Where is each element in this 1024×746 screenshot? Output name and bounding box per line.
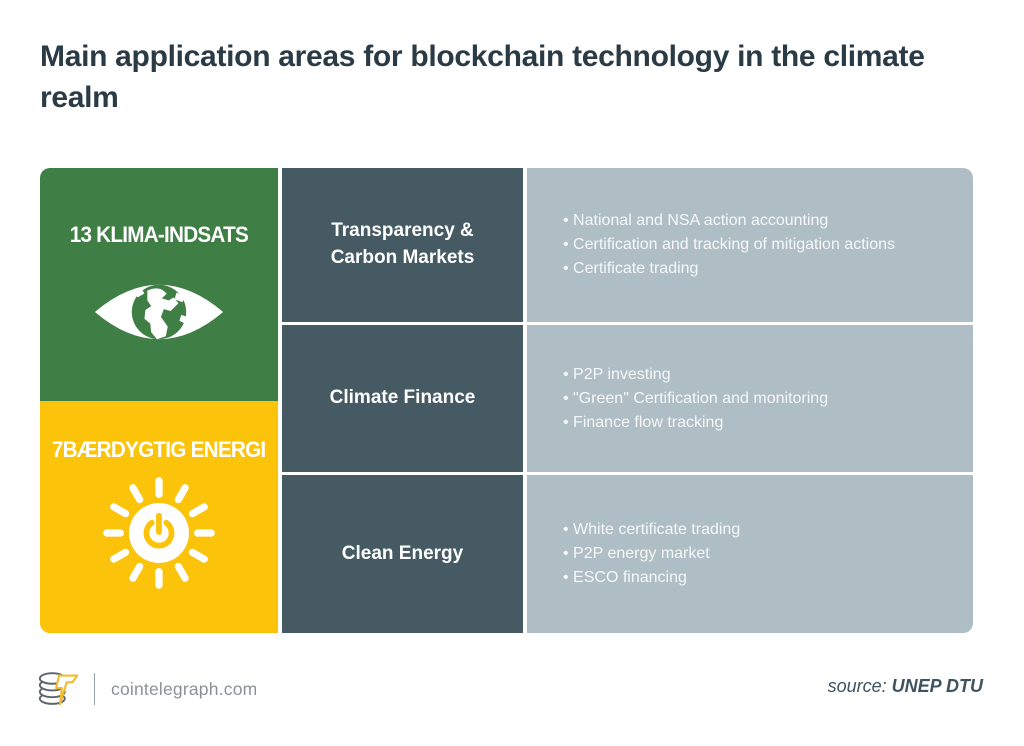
sdg13-climate-action-block: 13 KLIMA-INDSATS xyxy=(40,168,278,401)
category-cell-clean-energy: Clean Energy xyxy=(282,475,523,633)
bullet-item: "Green" Certification and monitoring xyxy=(563,387,949,411)
footer-brand: cointelegraph.com xyxy=(36,666,257,712)
bullet-item: White certificate trading xyxy=(563,518,949,542)
bullet-list: P2P investing "Green" Certification and … xyxy=(563,363,949,435)
category-label: Transparency & Carbon Markets xyxy=(330,220,475,268)
bullet-item: Finance flow tracking xyxy=(563,411,949,435)
bullet-list: National and NSA action accounting Certi… xyxy=(563,209,949,281)
items-cell-climate-finance: P2P investing "Green" Certification and … xyxy=(527,325,973,472)
category-cell-climate-finance: Climate Finance xyxy=(282,325,523,472)
bullet-list: White certificate trading P2P energy mar… xyxy=(563,518,949,590)
category-cell-transparency-carbon-markets: Transparency & Carbon Markets xyxy=(282,168,523,322)
cointelegraph-coins-bolt-icon xyxy=(38,672,79,706)
sdg13-eye-globe-icon xyxy=(94,284,224,340)
brand-url[interactable]: cointelegraph.com xyxy=(111,678,258,699)
category-label: Clean Energy xyxy=(341,542,464,564)
bullet-item: Certificate trading xyxy=(563,257,949,281)
sdg7-sun-power-icon xyxy=(103,476,215,589)
items-cell-transparency-carbon-markets: National and NSA action accounting Certi… xyxy=(527,168,973,322)
bullet-item: ESCO financing xyxy=(563,566,949,590)
bullet-item: P2P investing xyxy=(563,363,949,387)
sdg-column: 13 KLIMA-INDSATS 7BÆRDYGTIG ENERGI xyxy=(40,168,278,633)
source-attribution: source:UNEP DTU xyxy=(828,676,983,697)
sdg7-label: 7BÆRDYGTIG ENERGI xyxy=(52,436,266,462)
page-title: Main application areas for blockchain te… xyxy=(40,40,925,115)
source-value: UNEP DTU xyxy=(891,676,983,696)
category-label: Climate Finance xyxy=(329,387,476,409)
application-areas-table: 13 KLIMA-INDSATS 7BÆRDYGTIG ENERGI xyxy=(40,168,973,633)
items-cell-clean-energy: White certificate trading P2P energy mar… xyxy=(527,475,973,633)
footer-divider xyxy=(94,673,95,705)
bullet-item: National and NSA action accounting xyxy=(563,209,949,233)
sdg13-label: 13 KLIMA-INDSATS xyxy=(69,222,249,247)
source-label: source: xyxy=(827,676,887,696)
bullet-item: P2P energy market xyxy=(563,542,949,566)
bullet-item: Certification and tracking of mitigation… xyxy=(563,233,949,257)
sdg7-clean-energy-block: 7BÆRDYGTIG ENERGI xyxy=(40,400,278,633)
